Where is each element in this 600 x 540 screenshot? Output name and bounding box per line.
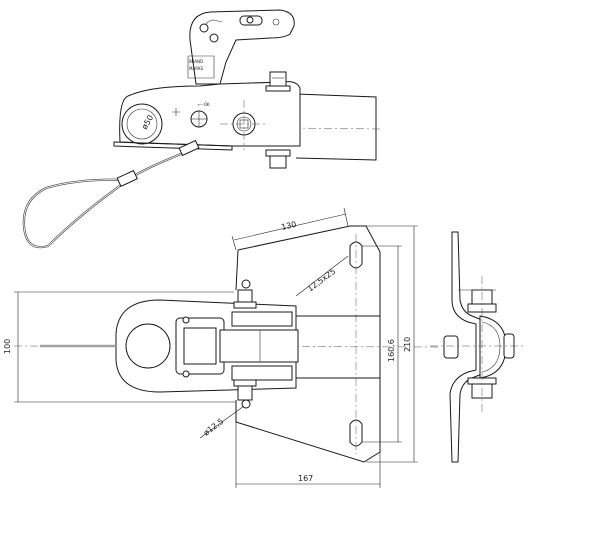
bracket-plate-profile xyxy=(449,231,483,463)
coupling-body-side xyxy=(119,81,301,147)
ball-socket-circle xyxy=(121,103,163,145)
breakaway-cable xyxy=(22,146,197,249)
bolt-plan-bottom xyxy=(237,385,253,401)
socket-plan-circle xyxy=(125,323,171,369)
plate-brand: BRAND xyxy=(189,59,203,64)
dim-210: 210 xyxy=(403,337,412,352)
end-section-view xyxy=(430,231,526,463)
coupling-handle xyxy=(189,9,295,85)
bottom-bolt-side xyxy=(269,155,287,169)
dim-160: 160.6 xyxy=(387,339,396,362)
drawbar-tube-plan xyxy=(296,315,380,379)
top-bolt-side xyxy=(269,71,287,87)
dim-slot: 12,5x25 xyxy=(306,267,338,294)
cable-crimp xyxy=(116,169,138,187)
side-elevation-view: ø50 BRAND MARKS ⟵OK xyxy=(22,9,381,249)
tube-section xyxy=(479,315,507,379)
dim-hole: ø12,5 xyxy=(202,417,226,438)
dim-100: 100 xyxy=(3,339,12,354)
drawbar-tube-side xyxy=(295,93,377,161)
plate-marks: MARKS xyxy=(189,66,204,71)
dim-130: 130 xyxy=(280,220,297,232)
svg-text:⟵OK: ⟵OK xyxy=(198,102,210,107)
dim-167: 167 xyxy=(298,474,313,483)
plan-view: 100 130 12,5x25 ø12,5 210 160.6 167 xyxy=(3,207,441,488)
mounting-plate-outline xyxy=(235,225,381,463)
